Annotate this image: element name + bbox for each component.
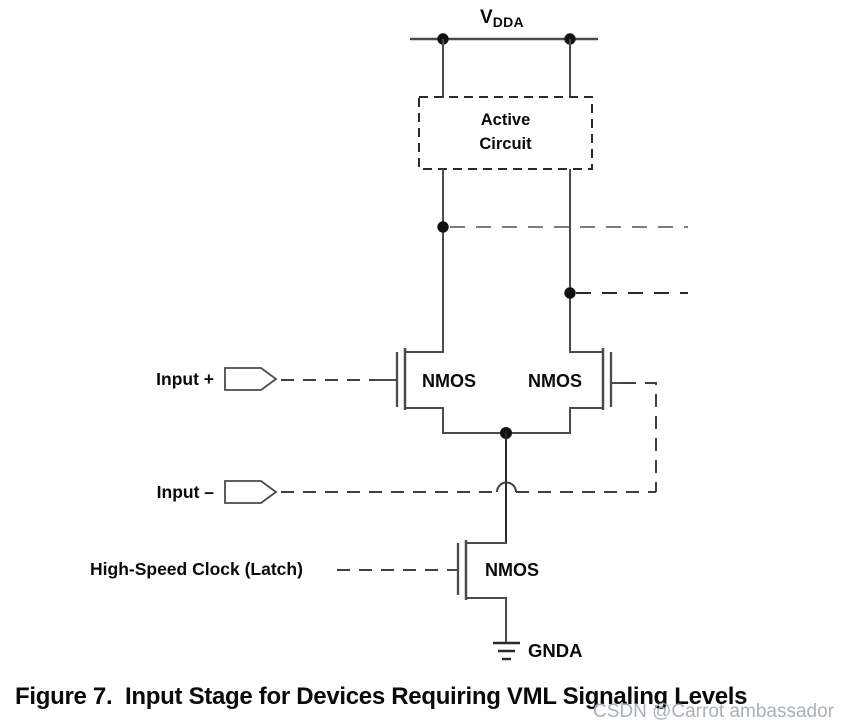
nmos-right-symbol bbox=[569, 348, 623, 434]
active-circuit-label-line2: Circuit bbox=[479, 135, 532, 153]
nmos-latch-label: NMOS bbox=[485, 560, 539, 580]
csdn-watermark: CSDN @Carrot ambassador bbox=[592, 701, 834, 722]
crossover-hop bbox=[496, 481, 517, 493]
vdda-label-subscript: DDA bbox=[492, 14, 524, 30]
junction-dot bbox=[437, 221, 449, 233]
input-plus-connector bbox=[224, 367, 278, 391]
vdda-label: VDDA bbox=[480, 7, 524, 30]
active-circuit-label-line1: Active bbox=[480, 111, 531, 129]
junction-dot bbox=[564, 287, 576, 299]
input-minus-connector bbox=[224, 480, 278, 504]
nmos-left-symbol bbox=[374, 348, 444, 434]
ground-symbol bbox=[493, 641, 520, 661]
active-circuit-label: Active Circuit bbox=[420, 108, 591, 156]
right-gate-dashed-loop bbox=[623, 382, 657, 492]
nmos-left-label: NMOS bbox=[422, 371, 476, 391]
clock-label: High-Speed Clock (Latch) bbox=[90, 559, 303, 579]
figure-caption: Figure 7. Input Stage for Devices Requir… bbox=[15, 683, 748, 710]
active-circuit-box bbox=[418, 96, 593, 170]
gnda-label: GNDA bbox=[528, 640, 583, 661]
input-plus-label: Input + bbox=[156, 369, 214, 389]
input-minus-label: Input – bbox=[156, 482, 214, 502]
nmos-right-label: NMOS bbox=[528, 371, 582, 391]
nmos-latch-symbol bbox=[337, 540, 507, 643]
vdda-label-main: V bbox=[480, 7, 493, 28]
